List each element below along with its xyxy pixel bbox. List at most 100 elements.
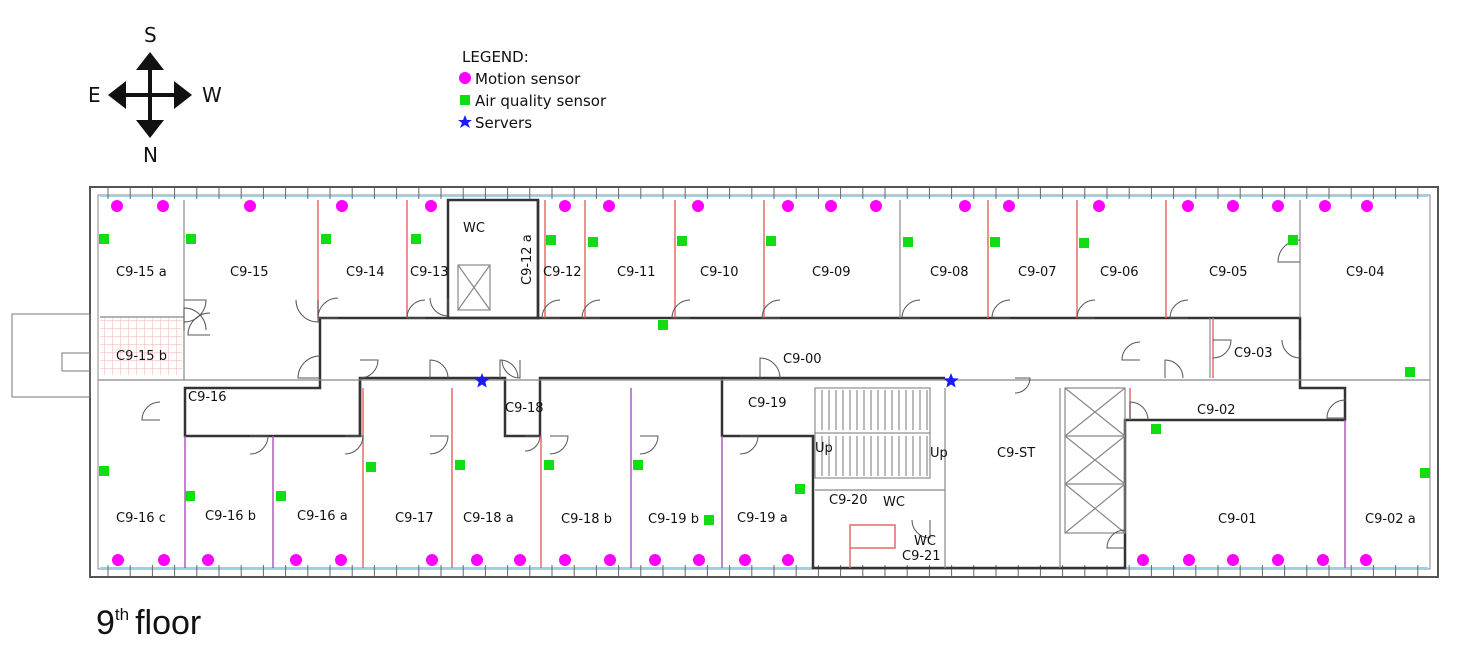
staircase: [814, 387, 931, 479]
motion-sensor: [649, 554, 661, 566]
door-swing: [1281, 339, 1301, 359]
room-c9-15b-hatch: [100, 318, 182, 375]
motion-sensor: [604, 554, 616, 566]
air-quality-sensor: [1405, 367, 1415, 377]
door-swing: [901, 299, 921, 319]
air-quality-sensor: [276, 491, 286, 501]
door-swing: [1169, 299, 1189, 319]
air-quality-sensor: [1079, 238, 1089, 248]
motion-sensor: [426, 554, 438, 566]
door-swings: [141, 239, 1346, 549]
legend-motion-label: Motion sensor: [475, 70, 581, 88]
motion-sensors: [111, 200, 1373, 566]
motion-sensor: [739, 554, 751, 566]
air-quality-sensor: [1420, 468, 1430, 478]
air-quality-sensor: [1151, 424, 1161, 434]
room-label: C9-12: [543, 265, 582, 280]
motion-sensor: [1361, 200, 1373, 212]
room-label: C9-20: [829, 493, 868, 508]
building-outline: [11, 186, 1439, 578]
partition-walls: [317, 200, 1214, 568]
door-swing: [183, 307, 207, 331]
thin-walls: [98, 200, 1430, 568]
motion-sensor: [1272, 200, 1284, 212]
door-swing: [1014, 377, 1031, 394]
room-label: C9-18 a: [463, 511, 514, 526]
door-swing: [1106, 529, 1126, 549]
room-label: WC: [883, 495, 905, 510]
motion-sensor: [471, 554, 483, 566]
motion-sensor: [1272, 554, 1284, 566]
room-label: C9-09: [812, 265, 851, 280]
motion-sensor: [1227, 200, 1239, 212]
compass: S N E W: [88, 23, 222, 167]
door-swing: [759, 357, 781, 379]
server-star-icon: [474, 373, 490, 388]
stair-up-label: Up: [815, 441, 833, 456]
room-label: C9-16 b: [205, 509, 256, 524]
door-swing: [429, 297, 449, 317]
room-label: C9-14: [346, 265, 385, 280]
air-quality-sensor: [903, 237, 913, 247]
legend-servers-label: Servers: [475, 114, 532, 132]
legend-air-quality-sensor-icon: [460, 95, 470, 105]
room-label: C9-16 a: [297, 509, 348, 524]
room-label: C9-10: [700, 265, 739, 280]
door-swing: [183, 299, 207, 323]
motion-sensor: [825, 200, 837, 212]
door-swing: [297, 355, 321, 379]
motion-sensor: [1003, 200, 1015, 212]
room-labels: C9-15 a C9-15 C9-14 C9-13 WC C9-12 a C9-…: [116, 221, 1416, 564]
motion-sensor: [603, 200, 615, 212]
door-swing: [501, 359, 521, 379]
door-swing: [581, 299, 601, 319]
compass-west-label: W: [202, 83, 222, 107]
room-label: C9-02 a: [1365, 512, 1416, 527]
room-label: C9-04: [1346, 265, 1385, 280]
door-swing: [317, 297, 339, 319]
room-label: WC: [914, 534, 936, 549]
room-label: C9-16 c: [116, 511, 166, 526]
air-quality-sensor: [1288, 235, 1298, 245]
room-label: C9-15 b: [116, 349, 167, 364]
air-quality-sensor: [99, 234, 109, 244]
room-label: C9-07: [1018, 265, 1057, 280]
room-label: C9-17: [395, 511, 434, 526]
motion-sensor: [336, 200, 348, 212]
room-label: C9-21: [902, 549, 941, 564]
door-swing: [739, 435, 759, 455]
server-star-icon: [943, 373, 959, 388]
air-quality-sensor: [677, 236, 687, 246]
motion-sensor: [1183, 554, 1195, 566]
room-label: C9-15: [230, 265, 269, 280]
air-quality-sensor: [658, 320, 668, 330]
servers: [474, 373, 959, 388]
door-swing: [1076, 299, 1096, 319]
room-label: C9-16: [188, 390, 227, 405]
door-swing: [541, 299, 561, 319]
door-swing: [911, 519, 931, 539]
door-swing: [499, 359, 519, 379]
motion-sensor: [559, 554, 571, 566]
motion-sensor: [112, 554, 124, 566]
purple-partitions: [184, 388, 1346, 568]
legend-heading: LEGEND:: [462, 48, 529, 66]
legend-server-star-icon: [458, 115, 472, 128]
air-quality-sensor: [546, 235, 556, 245]
door-swing: [1212, 339, 1232, 359]
air-quality-sensor: [633, 460, 643, 470]
door-swing: [1164, 359, 1184, 379]
room-label: C9-06: [1100, 265, 1139, 280]
motion-sensor: [559, 200, 571, 212]
motion-sensor: [1227, 554, 1239, 566]
air-quality-sensor: [411, 234, 421, 244]
door-swing: [141, 401, 161, 421]
motion-sensor: [782, 200, 794, 212]
compass-south-label: S: [144, 23, 157, 47]
motion-sensor: [870, 200, 882, 212]
door-swing: [359, 359, 379, 379]
air-quality-sensor: [455, 460, 465, 470]
motion-sensor: [1137, 554, 1149, 566]
